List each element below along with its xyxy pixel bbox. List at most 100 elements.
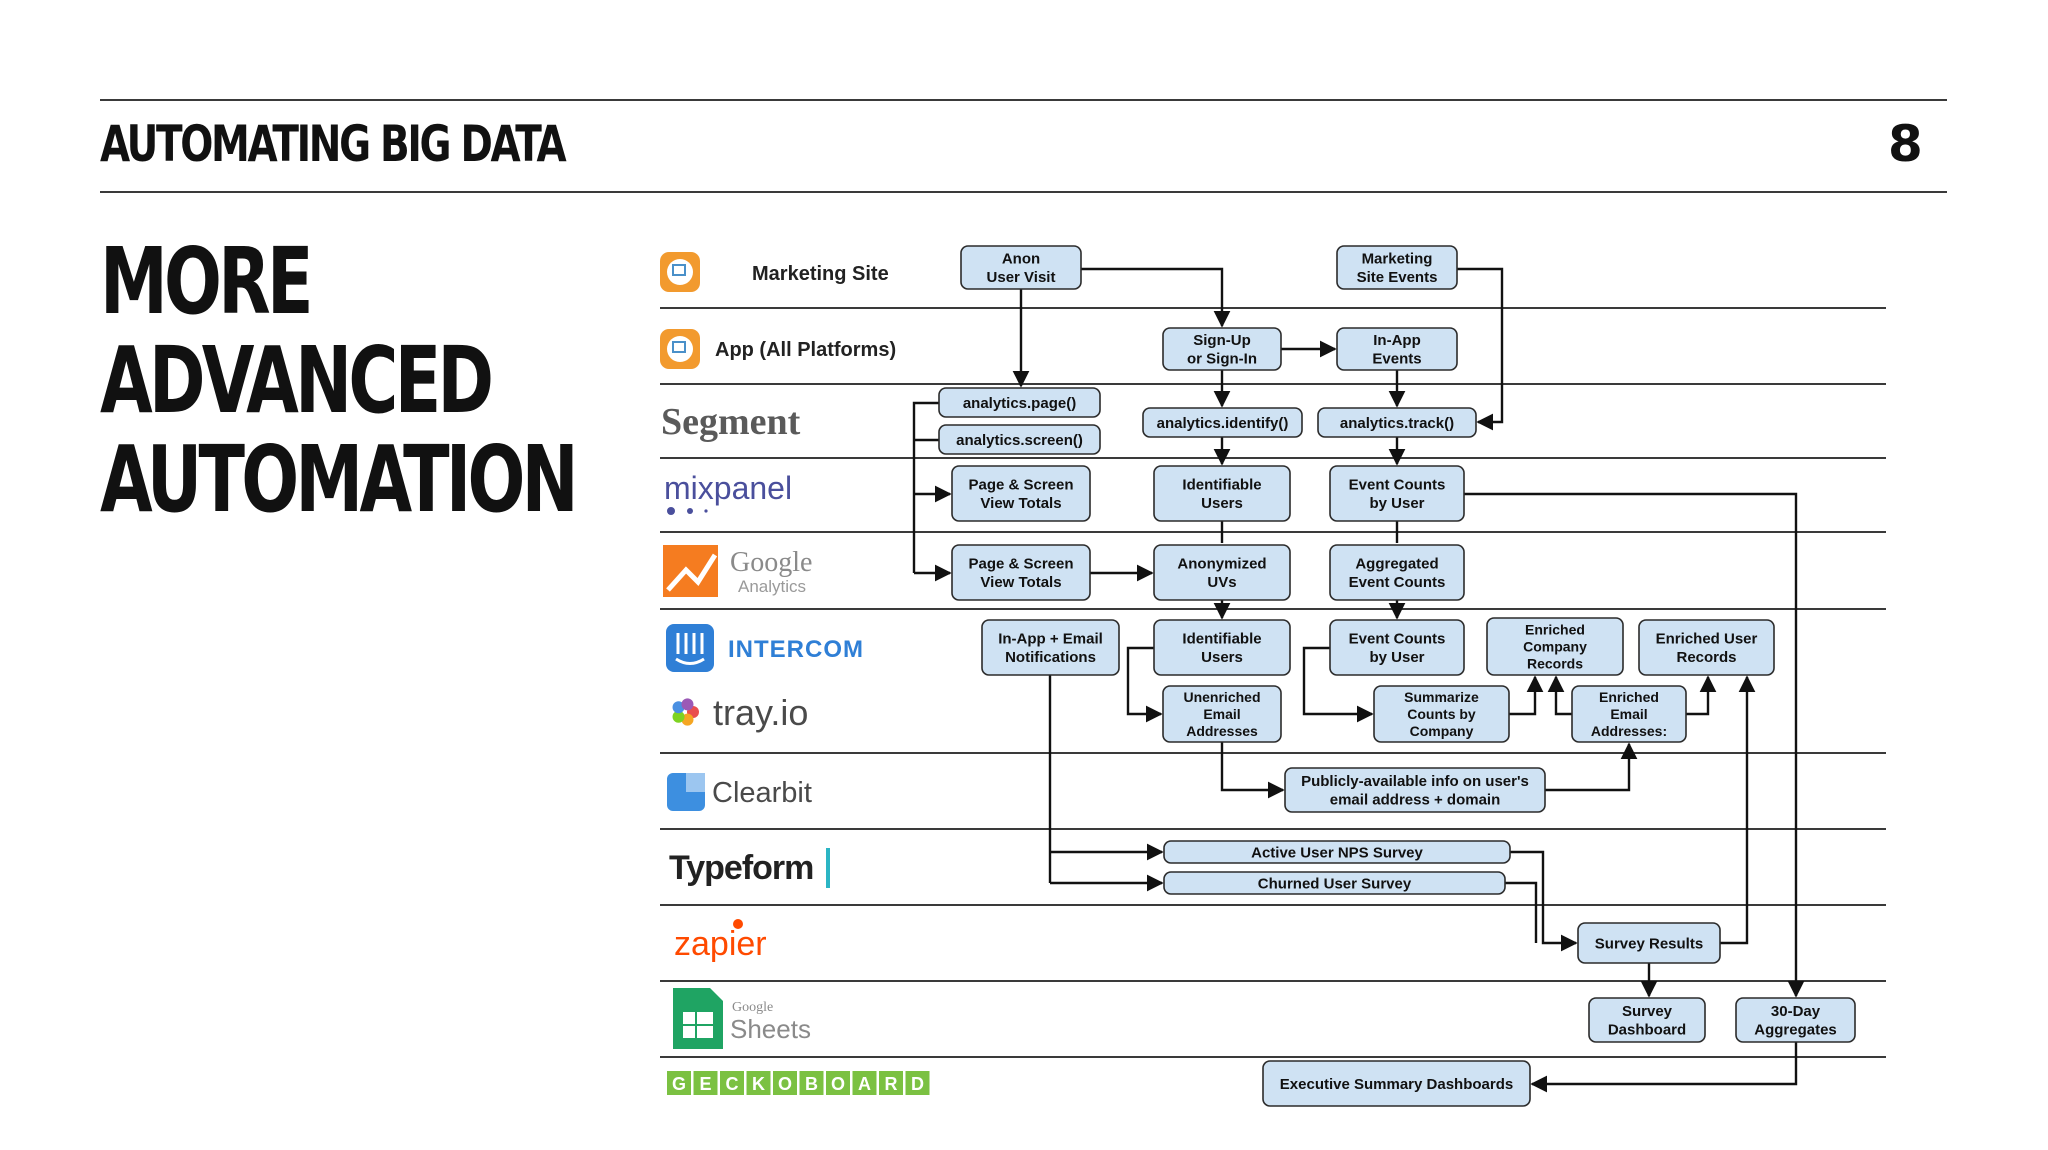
header-top-rule bbox=[100, 99, 1947, 101]
flow-node-text: analytics.identify() bbox=[1157, 415, 1289, 432]
page-number: 8 bbox=[1888, 115, 1923, 173]
flow-node-text: Enriched User bbox=[1656, 631, 1758, 648]
flow-node-text: Users bbox=[1201, 649, 1243, 666]
flow-node-text: Site Events bbox=[1357, 269, 1438, 286]
clearbit-logo: Clearbit bbox=[667, 773, 812, 811]
flow-node-text: Publicly-available info on user's bbox=[1301, 773, 1529, 790]
flow-node-text: Notifications bbox=[1005, 649, 1096, 666]
flow-node-text: by User bbox=[1369, 649, 1424, 666]
svg-text:Google: Google bbox=[732, 1000, 773, 1015]
flow-node-text: Anonymized bbox=[1177, 556, 1266, 573]
flow-node-text: Page & Screen bbox=[968, 477, 1073, 494]
flow-node-text: Enriched bbox=[1525, 622, 1585, 638]
lane-label: App (All Platforms) bbox=[715, 339, 896, 361]
svg-text:K: K bbox=[752, 1074, 765, 1094]
svg-text:INTERCOM: INTERCOM bbox=[728, 636, 864, 663]
flow-node-text: Identifiable bbox=[1182, 631, 1261, 648]
flow-arrow bbox=[1126, 646, 1163, 723]
flow-node-text: Identifiable bbox=[1182, 477, 1261, 494]
app-platforms-icon bbox=[660, 329, 700, 369]
flow-arrow bbox=[1302, 646, 1374, 723]
svg-text:R: R bbox=[885, 1074, 898, 1094]
flow-node-text: Email bbox=[1610, 706, 1647, 722]
flow-node-text: Event Counts bbox=[1349, 574, 1446, 591]
flow-node-text: View Totals bbox=[980, 574, 1061, 591]
svg-text:O: O bbox=[778, 1074, 792, 1094]
flow-node-text: Summarize bbox=[1404, 689, 1479, 705]
flow-node-text: analytics.page() bbox=[963, 395, 1076, 412]
flow-arrow bbox=[1547, 675, 1572, 716]
flow-node-tf-nps: Active User NPS Survey bbox=[1163, 840, 1511, 864]
flow-node-text: Executive Summary Dashboards bbox=[1280, 1076, 1513, 1093]
svg-text:tray.io: tray.io bbox=[713, 692, 808, 733]
lane-label: Marketing Site bbox=[752, 263, 889, 285]
flow-node-text: Records bbox=[1676, 649, 1736, 666]
heading-line: AUTOMATION bbox=[100, 426, 579, 533]
flow-node-text: View Totals bbox=[980, 495, 1061, 512]
svg-text:G: G bbox=[672, 1074, 686, 1094]
flow-node-identify-call: analytics.identify() bbox=[1142, 407, 1303, 438]
svg-text:C: C bbox=[726, 1074, 739, 1094]
flow-node-tf-churn: Churned User Survey bbox=[1163, 871, 1506, 895]
typeform-logo: Typeform bbox=[669, 848, 830, 888]
svg-text:A: A bbox=[858, 1074, 871, 1094]
svg-text:mixpanel: mixpanel bbox=[664, 470, 792, 506]
svg-text:D: D bbox=[911, 1074, 924, 1094]
flow-node-text: User Visit bbox=[987, 269, 1056, 286]
flow-node-text: In-App bbox=[1373, 332, 1420, 349]
flow-node-text: Addresses bbox=[1186, 723, 1258, 739]
svg-text:B: B bbox=[805, 1074, 818, 1094]
flow-node-text: In-App + Email bbox=[998, 631, 1103, 648]
lane-app: App (All Platforms) bbox=[660, 329, 896, 369]
flow-node-text: Survey Results bbox=[1595, 935, 1703, 952]
intercom-logo: INTERCOM bbox=[666, 624, 864, 672]
svg-text:Clearbit: Clearbit bbox=[712, 777, 812, 809]
marketing-site-icon bbox=[660, 252, 700, 292]
flow-node-text: analytics.track() bbox=[1340, 415, 1454, 432]
flow-node-text: Events bbox=[1372, 351, 1421, 368]
flow-arrow bbox=[1720, 675, 1756, 945]
flow-arrow bbox=[1530, 1042, 1798, 1093]
lane-marketing-site: Marketing Site bbox=[660, 252, 889, 292]
heading-line: MORE bbox=[100, 228, 313, 335]
flow-arrow bbox=[1545, 742, 1638, 792]
flow-node-text: Event Counts bbox=[1349, 477, 1446, 494]
flow-node-text: Aggregated bbox=[1355, 556, 1438, 573]
flow-node-text: Company bbox=[1523, 639, 1587, 655]
flow-arrow bbox=[1505, 881, 1538, 943]
flow-node-text: Survey bbox=[1622, 1003, 1673, 1020]
flow-node-text: 30-Day bbox=[1771, 1003, 1821, 1020]
svg-text:Analytics: Analytics bbox=[738, 577, 806, 596]
zapier-logo: zapier bbox=[674, 919, 767, 963]
flow-node-text: Active User NPS Survey bbox=[1251, 844, 1423, 861]
flow-node-text: Email bbox=[1203, 706, 1240, 722]
flow-node-track-call: analytics.track() bbox=[1317, 407, 1477, 438]
svg-text:Sheets: Sheets bbox=[730, 1014, 811, 1044]
header-bottom-rule bbox=[100, 191, 1947, 193]
flow-node-screen-call: analytics.screen() bbox=[938, 424, 1101, 455]
slide-heading: MORE ADVANCED AUTOMATION bbox=[100, 228, 579, 533]
flow-node-text: Anon bbox=[1002, 251, 1040, 268]
flow-node-text: Company bbox=[1410, 723, 1474, 739]
flow-node-zp-results: Survey Results bbox=[1577, 922, 1721, 964]
svg-text:O: O bbox=[831, 1074, 845, 1094]
svg-text:Typeform: Typeform bbox=[669, 849, 813, 887]
